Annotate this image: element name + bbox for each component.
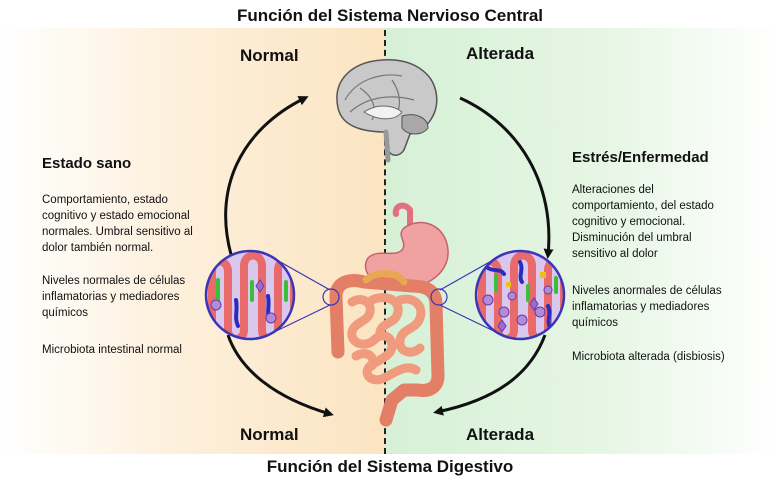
small-intestine	[347, 293, 426, 385]
healthy-state-heading: Estado sano	[42, 155, 132, 172]
state-altered-top: Alterada	[466, 44, 535, 63]
digestive-title: Función del Sistema Digestivo	[266, 457, 514, 476]
altered-microbiota-text: Microbiota alterada (disbiosis)	[572, 351, 725, 363]
state-normal-top: Normal	[240, 46, 299, 65]
normal-background	[0, 28, 385, 454]
healthy-cells-text: Niveles normales de células inflamatoria…	[42, 275, 186, 319]
arrow-up-right	[433, 334, 547, 416]
center-divider	[384, 30, 386, 454]
altered-background	[385, 28, 780, 454]
arrow-down-right	[459, 96, 554, 259]
brain-illustration	[336, 59, 438, 163]
digestive-illustration	[329, 202, 449, 427]
altered-behavior-text: Alteraciones del comportamiento, del est…	[572, 184, 714, 260]
arrow-up-left	[224, 96, 309, 259]
state-normal-bottom: Normal	[240, 425, 299, 444]
stress-state-heading: Estrés/Enfermedad	[572, 149, 709, 166]
altered-cells-text: Niveles anormales de células inflamatori…	[572, 285, 722, 329]
healthy-behavior-text: Comportamiento, estado cognitivo y estad…	[42, 194, 193, 254]
altered-gut-magnifier	[474, 249, 566, 341]
cycle-arrows	[224, 96, 554, 418]
healthy-microbiota-text: Microbiota intestinal normal	[42, 344, 182, 356]
normal-gut-magnifier	[204, 249, 296, 341]
arrow-down-left	[226, 334, 334, 418]
state-altered-bottom: Alterada	[466, 425, 535, 444]
cns-title: Función del Sistema Nervioso Central	[236, 6, 544, 25]
